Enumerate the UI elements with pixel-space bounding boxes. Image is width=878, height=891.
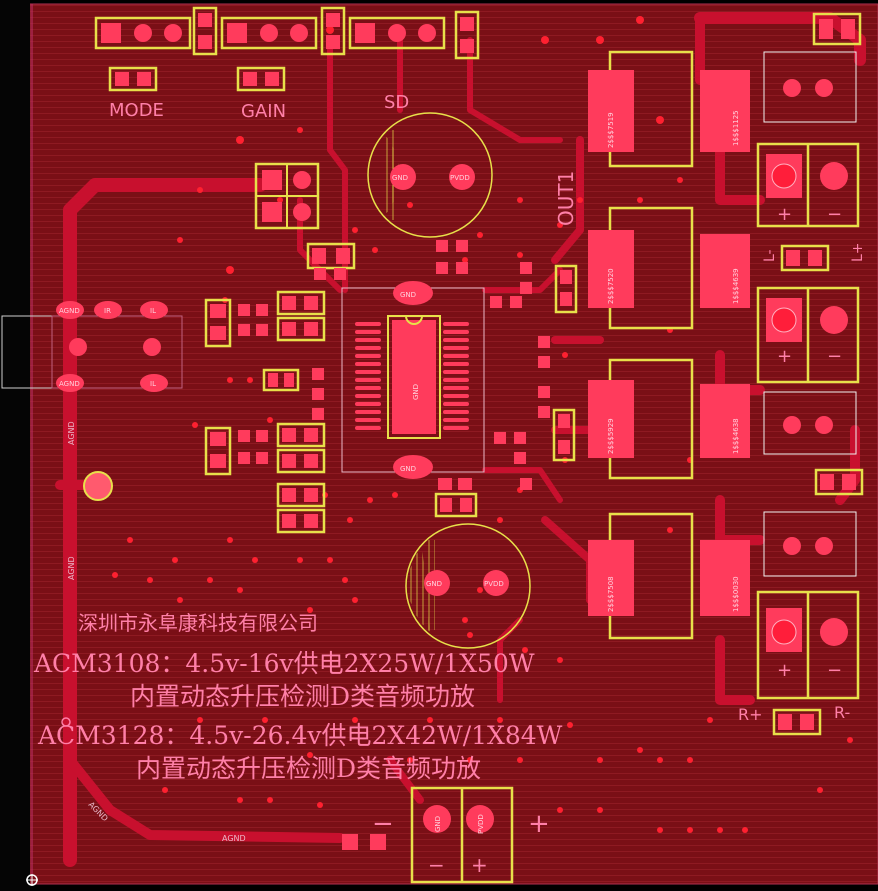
power-minus-outer: − xyxy=(372,809,394,839)
jack-agnd-bottom: AGND xyxy=(59,380,80,388)
speaker-terminal-l[interactable]: + − xyxy=(756,286,860,384)
speaker-terminal-r[interactable]: + − xyxy=(756,590,860,700)
jack-in-l-bottom: IL xyxy=(150,380,156,388)
ic-pins-left xyxy=(355,322,381,430)
ic-gnd-top: GND xyxy=(400,291,416,299)
company-name: 深圳市永阜康科技有限公司 xyxy=(78,611,318,635)
cap-id-1: 2$$$7519 xyxy=(607,112,615,148)
jack-in-l-top: IL xyxy=(150,307,156,315)
capacitor-top: GND PVDD xyxy=(367,112,493,238)
ic-gnd-center: GND xyxy=(412,384,420,400)
agnd-trace-label-1: AGND xyxy=(67,421,76,445)
header-pins-1[interactable] xyxy=(94,16,192,50)
r-minus-label: R- xyxy=(834,703,850,722)
terminal-minus-2: − xyxy=(827,346,842,367)
cap-id-3: 2$$$7520 xyxy=(607,268,615,304)
jumper-1[interactable] xyxy=(192,6,218,56)
r-plus-label: R+ xyxy=(738,705,763,724)
speaker-terminal-l-top[interactable]: + − xyxy=(756,142,860,228)
cap-id-5: 2$$$5929 xyxy=(607,418,615,454)
header-pins-2[interactable] xyxy=(220,16,318,50)
gain-label: GAIN xyxy=(241,101,286,122)
power-pvdd-pad: PVDD xyxy=(477,814,485,834)
cap-id-8: 1$$$0030 xyxy=(732,576,740,612)
cap-id-2: 1$$$1125 xyxy=(732,110,740,146)
spec-line-4: 内置动态升压检测D类音频功放 xyxy=(136,754,481,783)
audio-input-jack[interactable]: AGND IR IL AGND IL xyxy=(1,301,183,392)
mode-resistor[interactable] xyxy=(108,66,158,92)
ic-pins-right xyxy=(443,322,469,430)
amplifier-ic[interactable]: GND GND GND xyxy=(341,281,485,479)
spec-line-2: 内置动态升压检测D类音频功放 xyxy=(130,682,475,711)
agnd-link-pads xyxy=(342,834,386,850)
terminal-plus-1: + xyxy=(777,204,792,225)
terminal-minus-1: − xyxy=(827,204,842,225)
r-series-resistor[interactable] xyxy=(772,708,822,736)
origin-marker xyxy=(26,874,38,886)
cap-top-pvdd: PVDD xyxy=(450,174,470,182)
power-minus: − xyxy=(428,853,445,877)
agnd-trace-label-4: AGND xyxy=(222,834,246,843)
output-filter-2: 2$$$7520 1$$$4639 xyxy=(588,206,750,330)
output-filter-4: 2$$$7508 1$$$0030 xyxy=(588,512,750,640)
top-right-jumper[interactable] xyxy=(812,12,862,46)
terminal-plus-2: + xyxy=(777,346,792,367)
mid-right-resistor[interactable] xyxy=(814,468,864,496)
l-plus-label: L+ xyxy=(850,242,866,262)
power-plus: + xyxy=(471,853,488,877)
mounting-pad xyxy=(83,471,113,501)
cap-id-6: 1$$$4638 xyxy=(732,418,740,454)
power-gnd-pad: GND xyxy=(434,816,442,832)
sd-label: SD xyxy=(384,92,409,113)
cap-bottom-pvdd: PVDD xyxy=(484,580,504,588)
ic-gnd-bottom: GND xyxy=(400,465,416,473)
cap-id-7: 2$$$7508 xyxy=(607,576,615,612)
terminal-minus-3: − xyxy=(827,660,842,681)
jumper-2[interactable] xyxy=(320,6,346,56)
fiducial xyxy=(61,717,71,727)
header-pins-3[interactable] xyxy=(348,16,446,50)
copper-pour xyxy=(30,4,878,884)
jack-in-r: IR xyxy=(104,307,111,315)
header-2x2[interactable] xyxy=(254,162,320,230)
terminal-plus-3: + xyxy=(777,660,792,681)
l-minus-label: L- xyxy=(762,249,778,262)
jumper-3[interactable] xyxy=(454,10,480,60)
gain-resistor[interactable] xyxy=(236,66,286,92)
smd-parts[interactable] xyxy=(204,240,578,534)
mode-label: MODE xyxy=(109,100,164,121)
cap-top-gnd: GND xyxy=(392,174,408,182)
cap-bottom-gnd: GND xyxy=(426,580,442,588)
cap-id-4: 1$$$4639 xyxy=(732,268,740,304)
output-filter-1: 2$$$7519 1$$$1125 xyxy=(588,50,750,168)
spec-line-1: ACM3108：4.5v-16v供电2X25W/1X50W xyxy=(33,649,535,678)
output-filter-3: 2$$$5929 1$$$4638 xyxy=(588,358,750,480)
jack-agnd-top: AGND xyxy=(59,307,80,315)
power-input-terminal[interactable]: GND PVDD − + xyxy=(410,786,514,884)
out1-label: OUT1 xyxy=(554,171,578,226)
l-series-resistor[interactable] xyxy=(780,244,830,272)
spec-line-3: ACM3128：4.5v-26.4v供电2X42W/1X84W xyxy=(37,721,563,750)
power-plus-outer: + xyxy=(528,809,550,839)
capacitor-bottom: GND PVDD xyxy=(405,523,531,649)
agnd-trace-label-2: AGND xyxy=(67,556,76,580)
